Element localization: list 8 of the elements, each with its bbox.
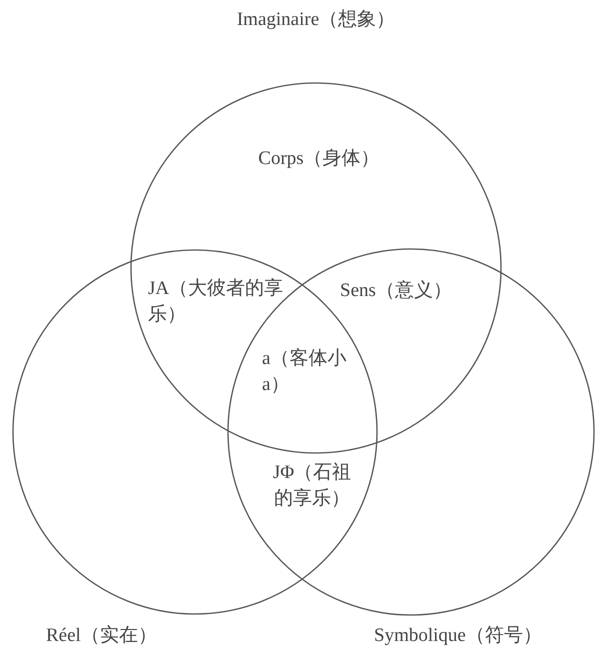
region-label: a（客体小a） bbox=[262, 347, 348, 397]
region-label: JΦ（石祖的享乐） bbox=[272, 461, 352, 511]
circle-label: Symbolique（符号） bbox=[374, 624, 543, 648]
region-label: JA（大彼者的享乐） bbox=[148, 277, 284, 327]
region-label: Sens（意义） bbox=[340, 279, 453, 303]
circle-label: Réel（实在） bbox=[46, 624, 158, 648]
circle-label: Imaginaire（想象） bbox=[236, 8, 396, 32]
region-label: Corps（身体） bbox=[257, 147, 381, 171]
